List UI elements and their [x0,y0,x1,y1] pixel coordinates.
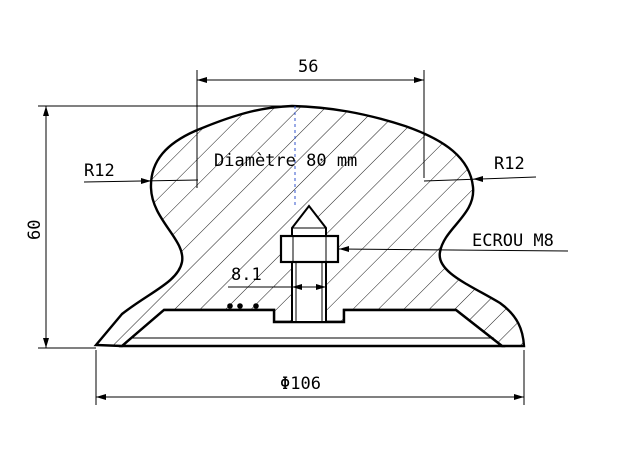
rivet [227,303,233,309]
diameter-note: Diamètre 80 mm [214,151,357,171]
dim-60-arrow-bottom [43,338,49,348]
dim-8-1-arrow-right [316,284,326,290]
r12-right-arrow [473,176,483,182]
dim-106-label: Φ106 [280,374,321,394]
nut-leader [338,248,569,252]
r12-left-label: R12 [84,161,115,181]
rivet [237,303,243,309]
rivet [253,303,259,309]
nut-leader-arrow [339,246,349,252]
nut [279,234,340,264]
r12-right-label: R12 [494,154,525,174]
base-plate [118,308,506,348]
r12-left-arrow [141,178,151,184]
dim-56-arrow-left [197,77,207,83]
dim-8-1-arrow-left [292,284,302,290]
dim-106-arrow-right [514,394,524,400]
dim-106-arrow-left [96,394,106,400]
dim-60-label: 60 [25,220,45,240]
bolt-cavity [291,261,327,323]
nut-label: ECROU M8 [472,231,554,251]
dim-60-arrow-top [43,106,49,116]
dim-8-1-label: 8.1 [231,265,262,285]
dim-56-label: 56 [298,57,318,77]
dim-56-arrow-right [414,77,424,83]
